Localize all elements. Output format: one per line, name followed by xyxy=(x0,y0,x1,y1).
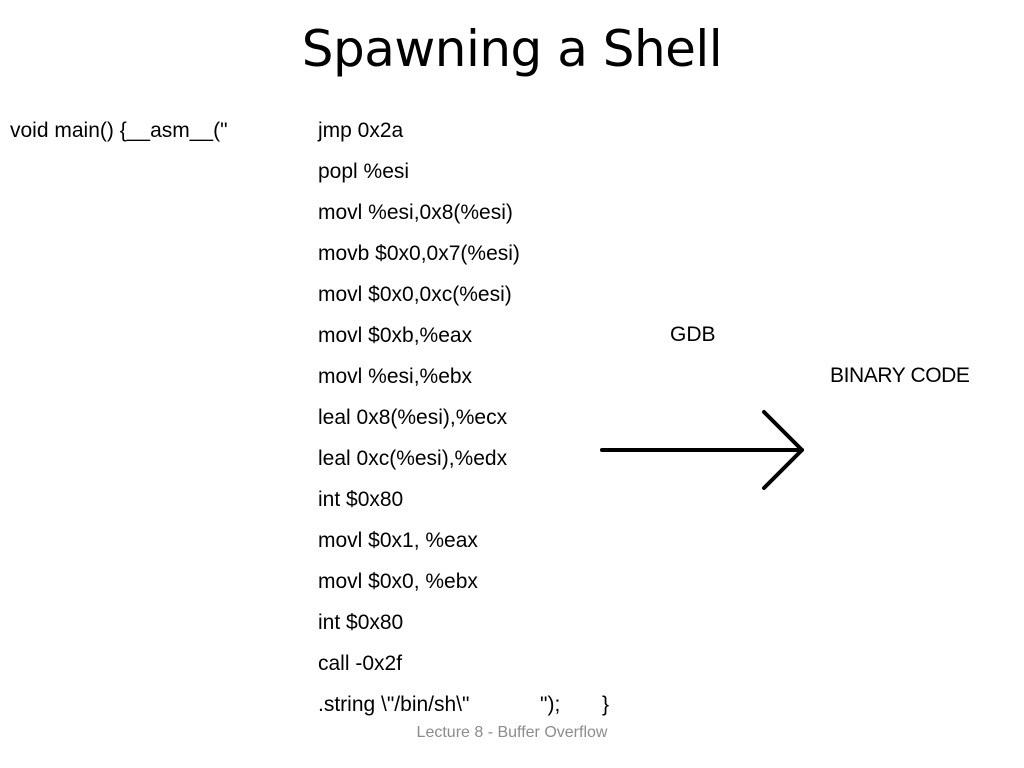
asm-line: movl %esi,%ebx xyxy=(318,365,473,388)
asm-line-last: .string \"/bin/sh\" ");} xyxy=(318,691,609,732)
closing-brace: } xyxy=(602,693,610,716)
asm-line: movl $0x0,0xc(%esi) xyxy=(318,283,512,306)
gdb-label: GDB xyxy=(670,323,716,346)
slide-footer: Lecture 8 - Buffer Overflow xyxy=(416,724,608,741)
asm-line: int $0x80 xyxy=(318,488,404,511)
asm-terminator: "); xyxy=(540,693,561,716)
asm-line: movl %esi,0x8(%esi) xyxy=(318,201,513,224)
asm-line: leal 0x8(%esi),%ecx xyxy=(318,406,508,429)
asm-string-directive: .string \"/bin/sh\" xyxy=(318,693,470,716)
asm-line: movl $0xb,%eax xyxy=(318,324,473,347)
asm-line: leal 0xc(%esi),%edx xyxy=(318,447,508,470)
asm-line: int $0x80 xyxy=(318,611,404,634)
asm-line: movl $0x0, %ebx xyxy=(318,570,478,593)
right-arrow-icon xyxy=(600,410,804,490)
assembly-listing: jmp 0x2a popl %esi movl %esi,0x8(%esi) m… xyxy=(318,117,609,732)
slide-title: Spawning a Shell xyxy=(301,20,723,78)
asm-line: movl $0x1, %eax xyxy=(318,529,478,552)
arrow-head xyxy=(762,410,804,490)
binary-code-label: BINARY CODE xyxy=(830,364,970,387)
asm-line: call -0x2f xyxy=(318,652,403,675)
code-prefix: void main() {__asm__(" xyxy=(10,119,228,142)
asm-line: popl %esi xyxy=(318,160,410,183)
asm-line: jmp 0x2a xyxy=(318,119,404,142)
asm-line: movb $0x0,0x7(%esi) xyxy=(318,242,520,265)
